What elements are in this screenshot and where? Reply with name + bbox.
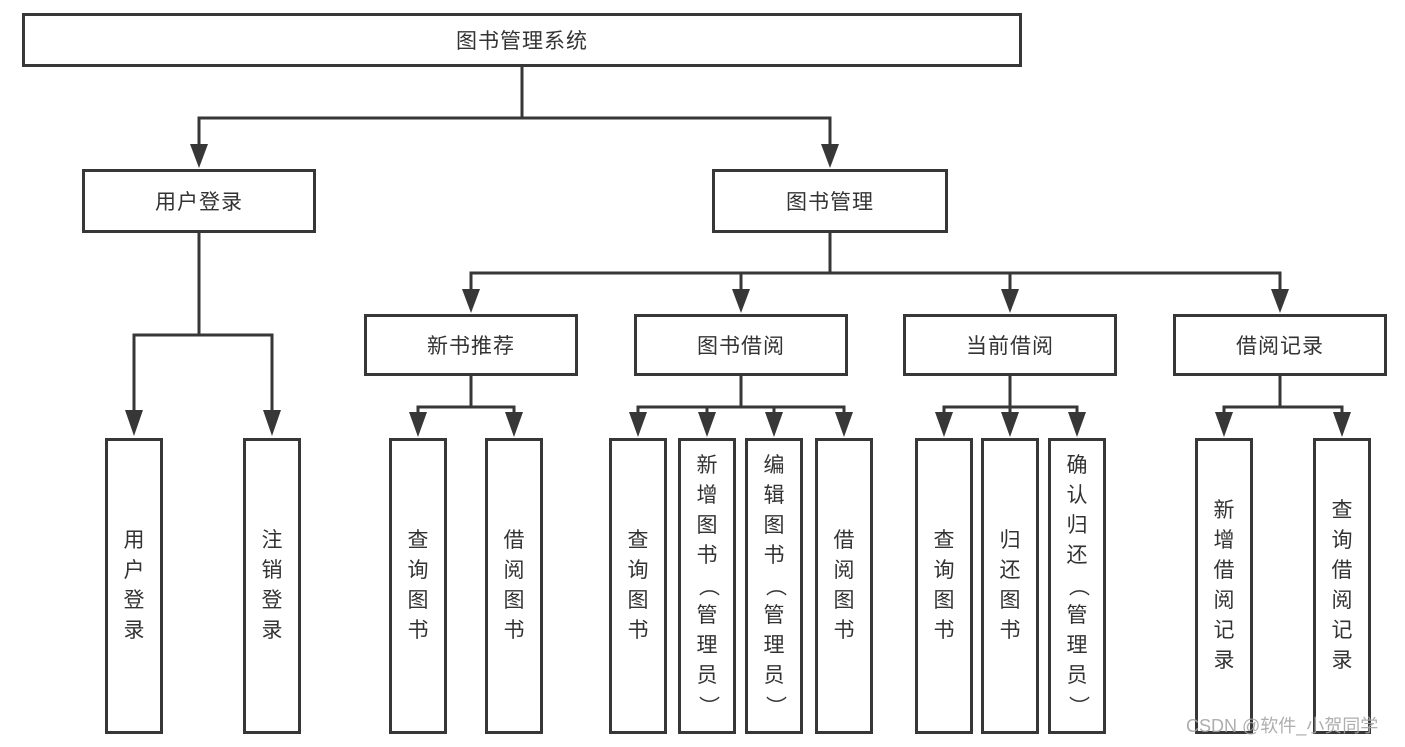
node-label: 用户登录	[155, 191, 243, 214]
node-book-management: 图书管理	[712, 169, 948, 233]
leaf-query-book: 查询图书	[389, 438, 447, 734]
node-book-borrowing: 图书借阅	[634, 314, 848, 376]
arrowhead	[1215, 412, 1233, 437]
leaf-label: 查询借阅记录	[1331, 499, 1353, 672]
arrowhead	[732, 289, 750, 313]
arrowhead	[698, 412, 716, 437]
arrowhead	[1068, 412, 1086, 437]
leaf-label: 注销登录	[261, 529, 283, 642]
leaf-label: 新增图书（管理员）	[696, 454, 719, 717]
leaf-label: 编辑图书（管理员）	[763, 454, 786, 717]
node-label: 当前借阅	[966, 335, 1054, 358]
leaf-label: 查询图书	[407, 529, 429, 642]
arrowhead	[765, 412, 783, 437]
leaf-label: 借阅图书	[833, 529, 855, 642]
arrowhead	[263, 410, 281, 436]
leaf-label: 查询图书	[933, 529, 955, 642]
node-borrow-records: 借阅记录	[1173, 314, 1387, 376]
leaf-label: 查询图书	[627, 529, 649, 642]
arrowhead	[1001, 289, 1019, 313]
leaf-label: 借阅图书	[503, 529, 525, 642]
arrowhead	[1001, 412, 1019, 437]
arrowhead	[462, 289, 480, 313]
leaf-label: 归还图书	[999, 529, 1021, 642]
leaf-logout: 注销登录	[243, 438, 301, 734]
arrowhead	[505, 412, 523, 437]
leaf-borrow-book: 借阅图书	[485, 438, 543, 734]
arrowhead	[629, 412, 647, 437]
node-new-book-recommend: 新书推荐	[364, 314, 578, 376]
arrowhead	[935, 412, 953, 437]
arrowhead	[190, 144, 208, 168]
leaf-add-borrow-record: 新增借阅记录	[1195, 438, 1253, 734]
node-label: 图书借阅	[697, 335, 785, 358]
node-label: 新书推荐	[427, 335, 515, 358]
node-user-login: 用户登录	[82, 169, 316, 233]
leaf-label: 确认归还（管理员）	[1066, 454, 1089, 717]
leaf-return-book: 归还图书	[981, 438, 1039, 734]
arrowhead	[1271, 289, 1289, 313]
arrowhead	[409, 412, 427, 437]
arrowhead	[1333, 412, 1351, 437]
leaf-add-book-admin: 新增图书（管理员）	[678, 438, 736, 734]
leaf-query-book: 查询图书	[915, 438, 973, 734]
leaf-confirm-return-admin: 确认归还（管理员）	[1048, 438, 1106, 734]
leaf-borrow-book: 借阅图书	[815, 438, 873, 734]
leaf-query-borrow-record: 查询借阅记录	[1313, 438, 1371, 734]
arrowhead	[125, 410, 143, 436]
leaf-label: 新增借阅记录	[1213, 499, 1235, 672]
arrowhead	[835, 412, 853, 437]
node-label: 图书管理系统	[456, 30, 588, 53]
node-root: 图书管理系统	[22, 13, 1022, 67]
arrowhead	[821, 144, 839, 168]
node-current-borrowing: 当前借阅	[903, 314, 1117, 376]
arrowheads	[125, 144, 1351, 437]
node-label: 图书管理	[786, 191, 874, 214]
node-label: 借阅记录	[1236, 335, 1324, 358]
leaf-edit-book-admin: 编辑图书（管理员）	[745, 438, 803, 734]
leaf-label: 用户登录	[123, 529, 145, 642]
leaf-user-login: 用户登录	[105, 438, 163, 734]
leaf-query-book: 查询图书	[609, 438, 667, 734]
watermark: CSDN @软件_小贺同学	[1186, 716, 1379, 736]
